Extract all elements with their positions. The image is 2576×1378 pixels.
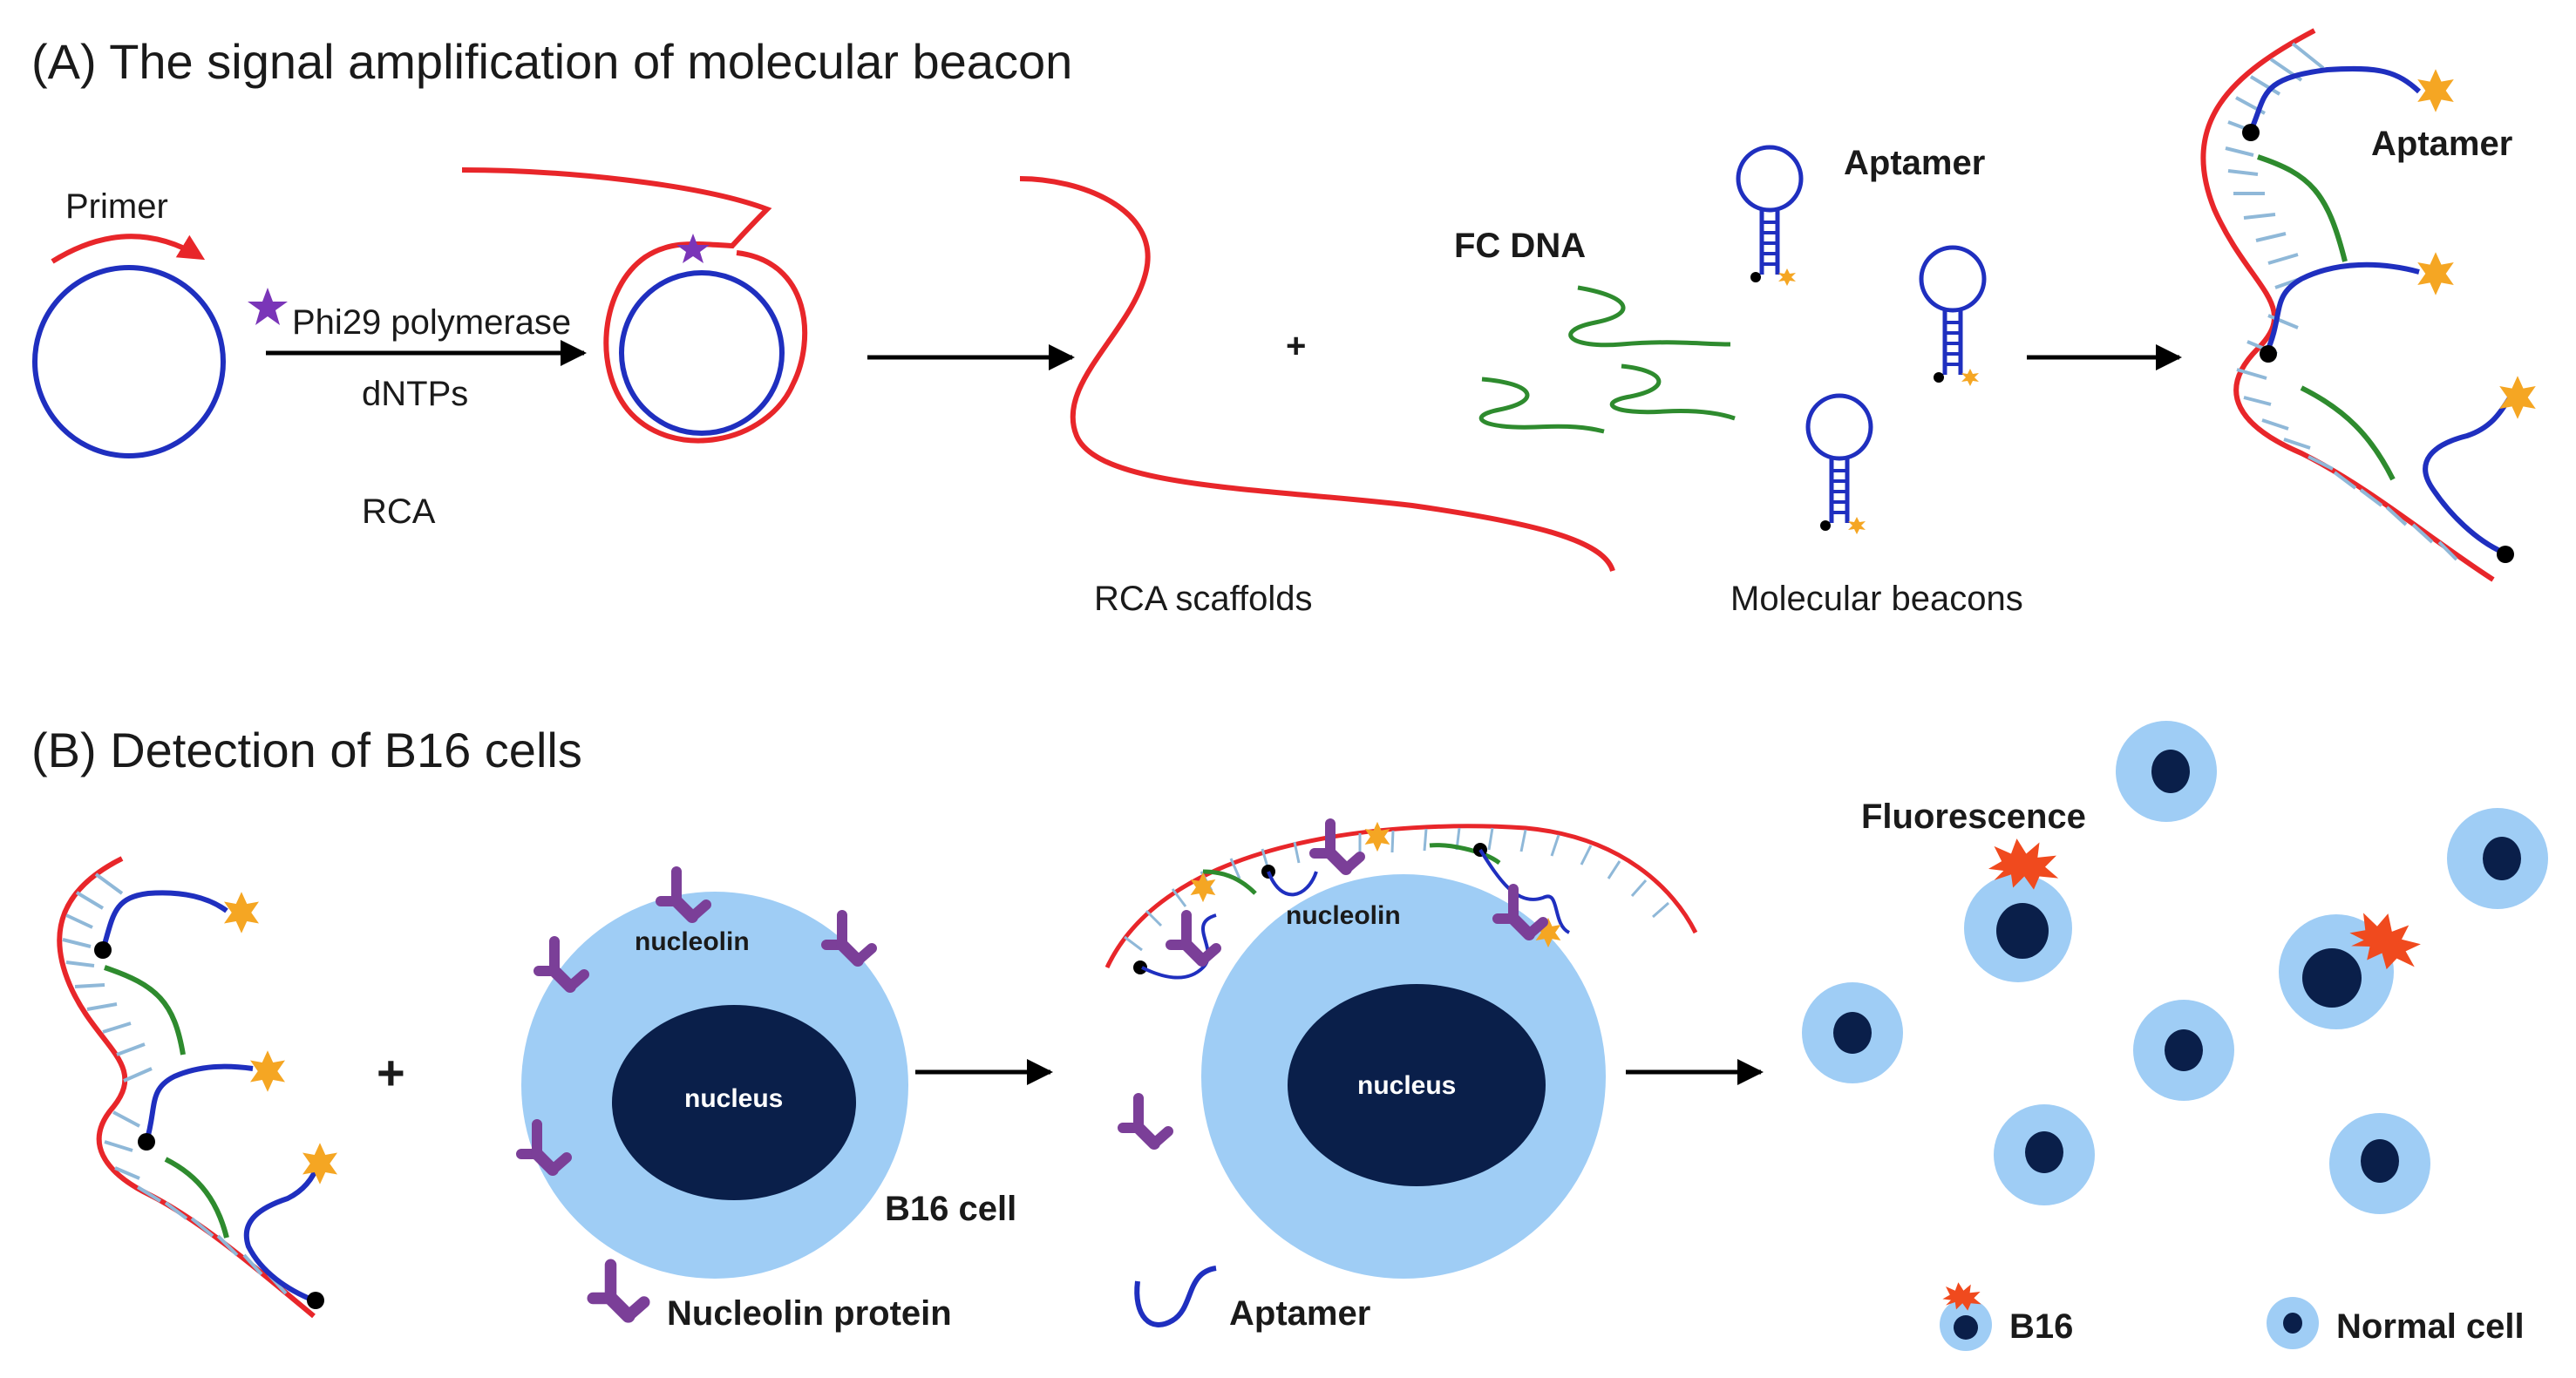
plus-sign-a: + <box>1286 327 1306 365</box>
aptamer-beacon-label: Aptamer <box>1844 144 1985 182</box>
fluorescence-label: Fluorescence <box>1861 798 2086 836</box>
legend-aptamer-label: Aptamer <box>1229 1294 1370 1333</box>
probe-assembly <box>57 856 337 1319</box>
b16-cell-label: B16 cell <box>885 1190 1016 1228</box>
normal-cell <box>2329 1113 2430 1214</box>
unbound-nucleolin-icon <box>1123 1098 1168 1144</box>
b16-fluorescent-cell <box>1964 838 2072 982</box>
rca-label: RCA <box>362 492 436 531</box>
normal-cell <box>1994 1104 2095 1205</box>
bound-nucleolin-label: nucleolin <box>1286 901 1401 930</box>
panel-b-heading: (B) Detection of B16 cells <box>31 723 582 777</box>
primer-label: Primer <box>65 187 168 226</box>
plus-sign-b: + <box>377 1045 405 1100</box>
fc-dna-strand-3 <box>1609 363 1736 421</box>
aptamer-product-label: Aptamer <box>2371 125 2512 163</box>
molecular-beacon-3 <box>1808 396 1871 534</box>
b16-nucleus <box>612 1005 856 1200</box>
molecular-beacon-1 <box>1738 147 1801 286</box>
normal-cell <box>1802 982 1903 1083</box>
nucleus-label: nucleus <box>684 1084 783 1113</box>
bound-cell-nucleus <box>1288 984 1546 1186</box>
normal-cell <box>2447 808 2548 909</box>
normal-cell <box>2116 721 2217 822</box>
legend-normal-nucleus-icon <box>2283 1313 2302 1334</box>
rca-product-strand <box>461 167 808 444</box>
legend-nucleolin-label: Nucleolin protein <box>667 1294 952 1333</box>
fc-dna-label: FC DNA <box>1454 227 1586 265</box>
fc-dna-strand-2 <box>1478 377 1605 434</box>
rca-scaffolds-label: RCA scaffolds <box>1094 580 1313 618</box>
fc-dna-strand-1 <box>1568 285 1731 348</box>
template-circle-elongating <box>619 270 785 436</box>
legend-b16-nucleus-icon <box>1954 1315 1978 1340</box>
polymerase-label: Phi29 polymerase <box>292 303 571 342</box>
legend-b16-label: B16 <box>2009 1307 2073 1346</box>
molecular-beacons-label: Molecular beacons <box>1730 580 2023 618</box>
normal-cell <box>2133 1000 2234 1101</box>
b16-fluorescent-cell <box>2279 903 2429 1029</box>
bound-nucleus-label: nucleus <box>1357 1071 1456 1100</box>
polymerase-star-icon <box>248 288 288 325</box>
polymerase-on-circle-icon <box>676 234 710 263</box>
bound-nucleolin-top-icon <box>1315 824 1360 869</box>
panel-a-heading: (A) The signal amplification of molecula… <box>31 34 1072 89</box>
legend-aptamer-icon <box>1134 1266 1217 1327</box>
nucleolin-label: nucleolin <box>635 927 750 956</box>
legend-normal-label: Normal cell <box>2336 1307 2525 1346</box>
primer-strand <box>51 234 206 264</box>
dntps-label: dNTPs <box>362 375 468 413</box>
circular-template <box>32 265 226 458</box>
rca-scaffold-strand <box>1019 176 1615 573</box>
beacon-scaffold-product <box>2200 28 2536 582</box>
bound-nucleolin-left-icon <box>1171 915 1216 961</box>
legend-nucleolin-protein-icon <box>593 1265 644 1316</box>
molecular-beacon-2 <box>1921 248 1984 386</box>
